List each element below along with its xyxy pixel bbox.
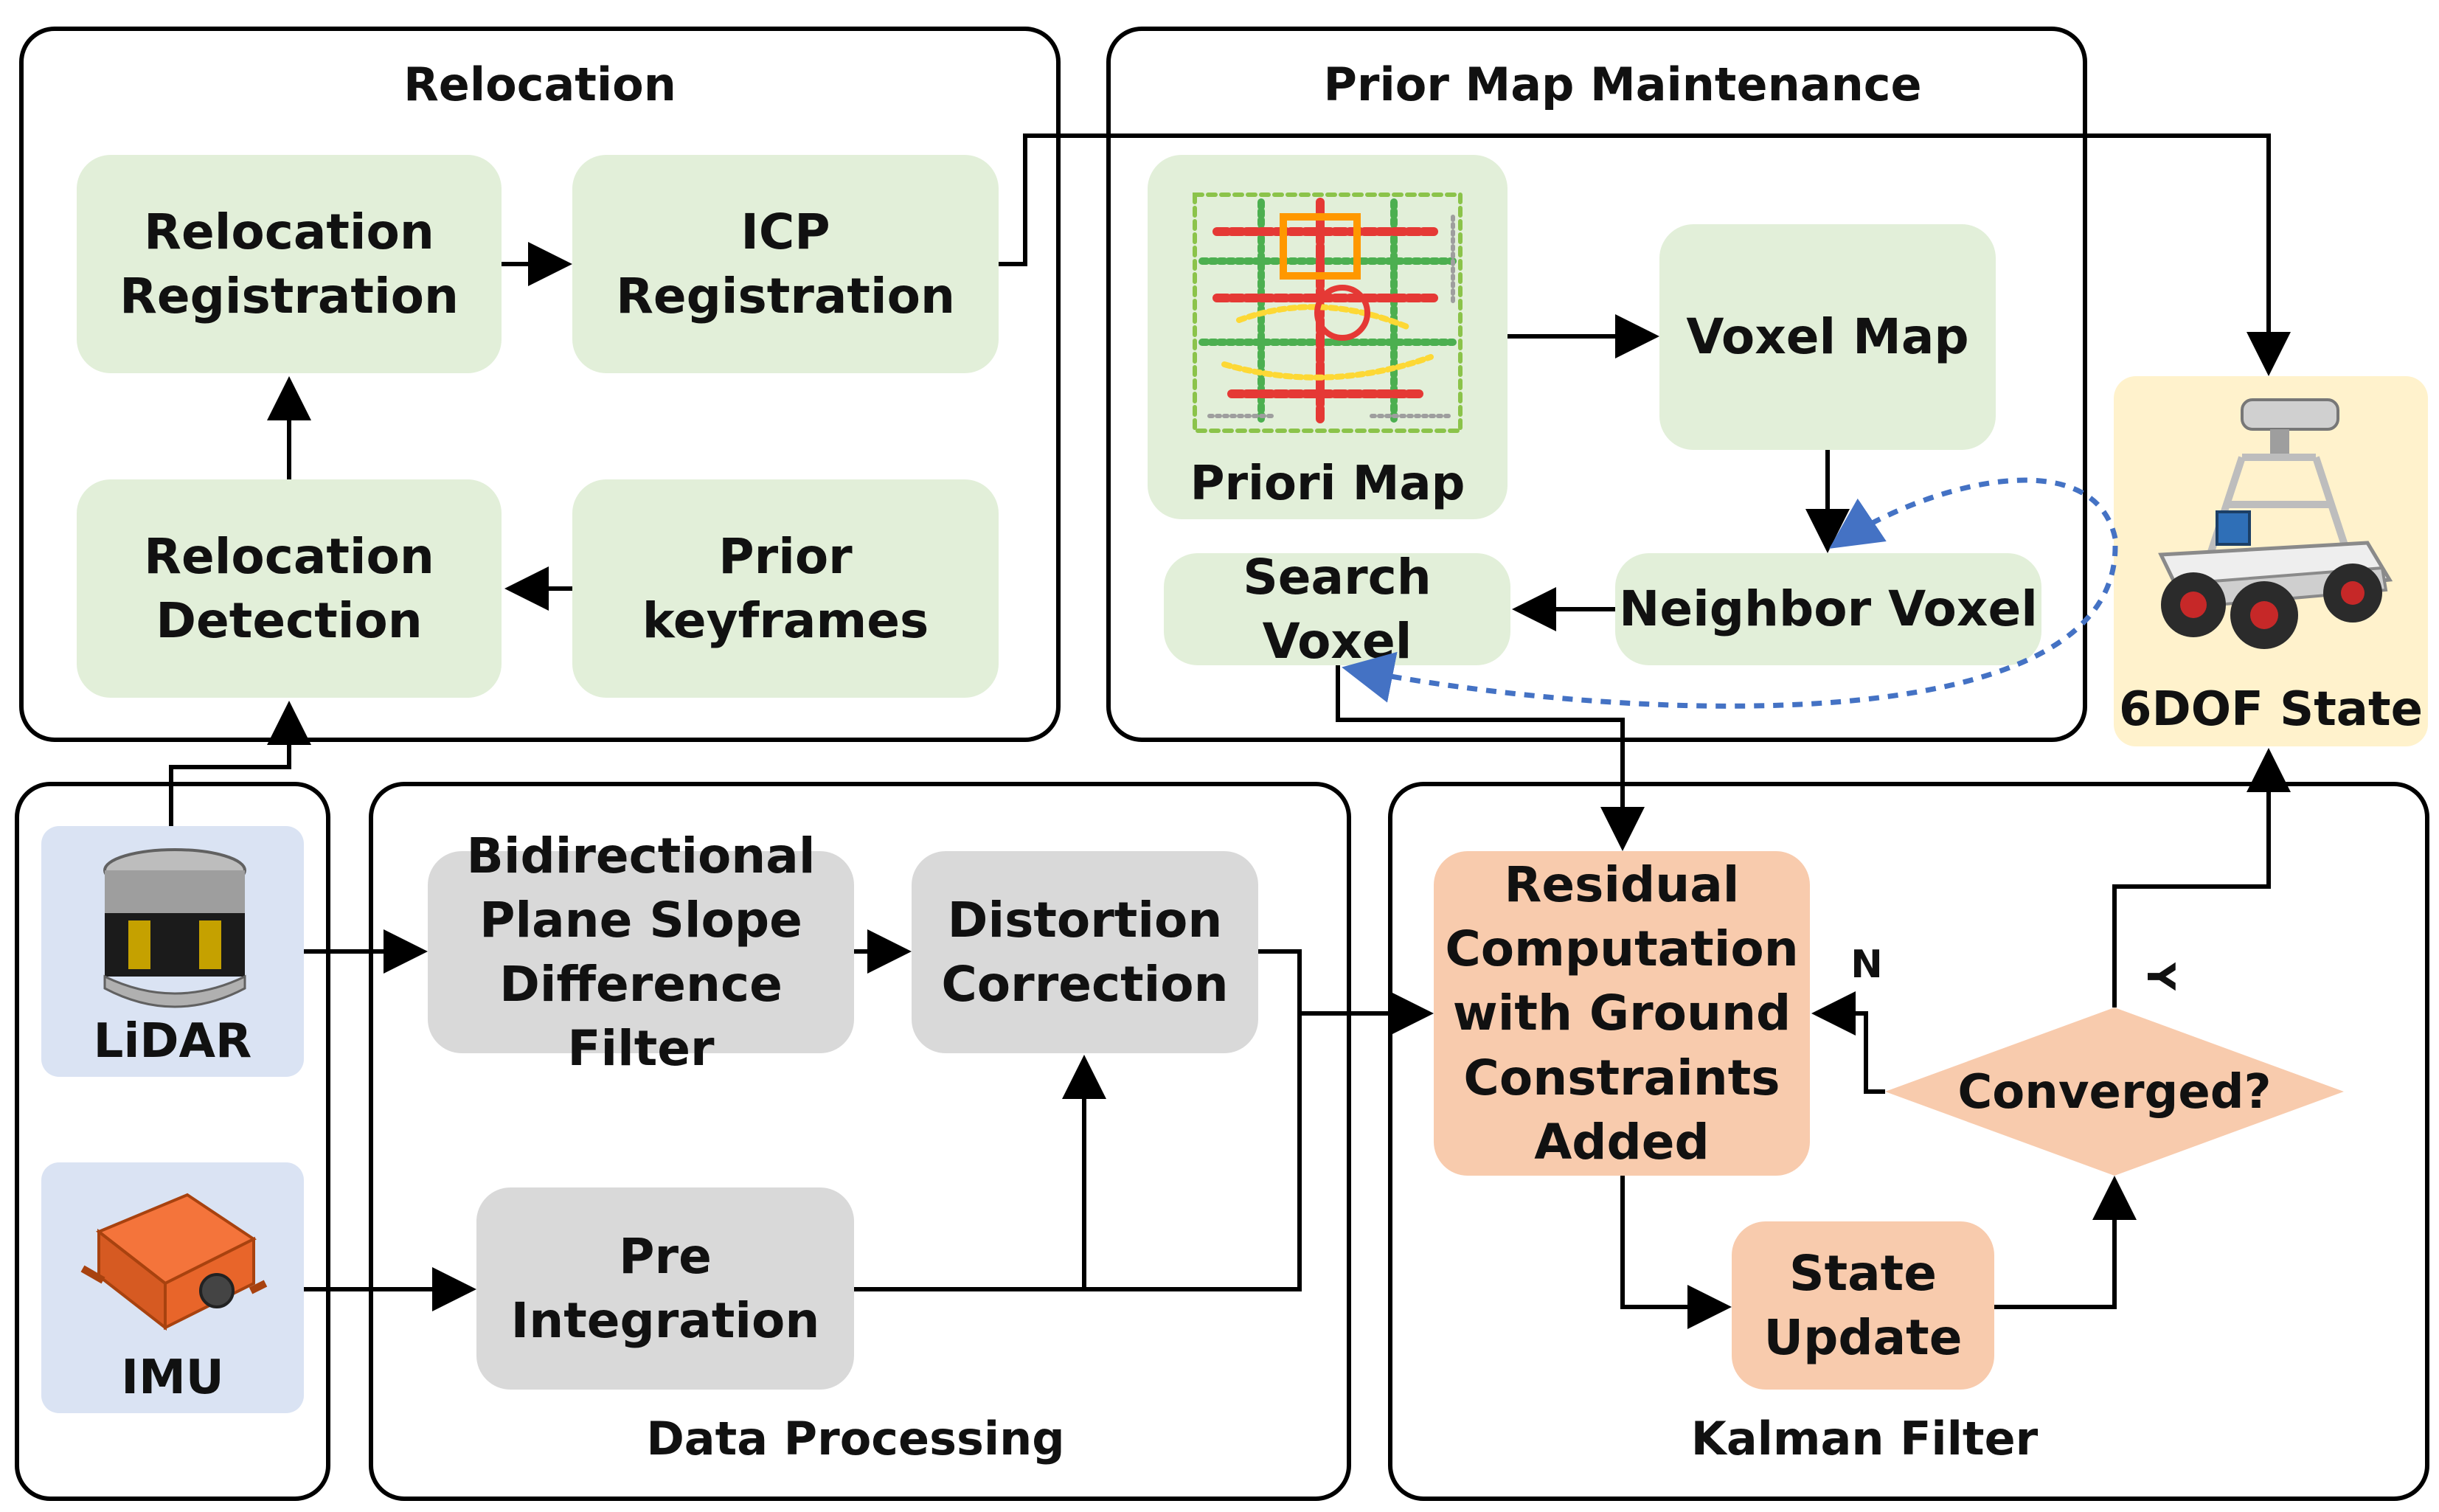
lidar-sensor-icon <box>103 848 246 1008</box>
no-branch-label: N <box>1850 943 1883 987</box>
edge-distortion-to-residual <box>1258 949 1434 1036</box>
search-voxel-node[interactable]: Search Voxel <box>1164 549 1510 670</box>
edge-converged-no-to-residual <box>1811 991 1885 1094</box>
prior-map-maintenance-title: Prior Map Maintenance <box>1323 58 1922 111</box>
priori-map-node[interactable]: Priori Map <box>1148 155 1508 519</box>
pre-integration-node[interactable]: Pre Integration <box>476 1187 854 1390</box>
lidar-node[interactable]: LiDAR <box>41 826 304 1077</box>
residual-computation-node[interactable]: Residual Computation with Ground Constra… <box>1434 851 1810 1176</box>
edge-converged-yes-to-6dof-state <box>2112 748 2291 1008</box>
edge-search-voxel-to-residual <box>1336 665 1645 851</box>
converged-decision[interactable]: Converged? <box>1885 1008 2344 1176</box>
neighbor-voxel-node[interactable]: Neighbor Voxel <box>1615 553 2041 665</box>
state-update-node[interactable]: State Update <box>1732 1221 1994 1390</box>
point-cloud-map-icon <box>1193 193 1463 433</box>
relocation-registration-node[interactable]: Relocation Registration <box>77 155 502 373</box>
6dof-state-label: 6DOF State <box>2119 682 2423 737</box>
distortion-correction-node[interactable]: Distortion Correction <box>912 851 1258 1053</box>
robot-vehicle-icon <box>2158 398 2393 649</box>
priori-map-label: Priori Map <box>1190 456 1465 511</box>
imu-sensor-icon <box>80 1193 268 1331</box>
decision-diamond-shape <box>1885 1008 2344 1176</box>
edge-lidar-to-detection <box>169 701 311 826</box>
relocation-detection-node[interactable]: Relocation Detection <box>77 479 502 698</box>
imu-label: IMU <box>121 1350 224 1405</box>
lidar-label: LiDAR <box>93 1013 252 1069</box>
imu-node[interactable]: IMU <box>41 1162 304 1413</box>
6dof-state-node[interactable]: 6DOF State <box>2114 376 2428 746</box>
edge-preintegration-to-distortion <box>854 1055 1106 1291</box>
data-processing-title: Data Processing <box>646 1412 1065 1466</box>
voxel-map-node[interactable]: Voxel Map <box>1659 224 1996 450</box>
icp-registration-node[interactable]: ICP Registration <box>572 155 999 373</box>
edge-preintegration-to-residual <box>1084 1013 1302 1291</box>
edge-6dof-to-search-voxel-dashed <box>1342 545 2118 709</box>
edge-residual-to-state-update <box>1620 1176 1732 1329</box>
edge-state-update-to-converged <box>1994 1176 2137 1309</box>
relocation-title: Relocation <box>403 58 676 111</box>
prior-keyframes-node[interactable]: Prior keyframes <box>572 479 999 698</box>
edge-6dof-to-neighbor-voxel-dashed <box>1829 477 2118 549</box>
edge-icp-to-6dof-state <box>999 133 2291 376</box>
kalman-filter-title: Kalman Filter <box>1690 1412 2039 1466</box>
converged-label: Converged? <box>1957 1065 2272 1120</box>
